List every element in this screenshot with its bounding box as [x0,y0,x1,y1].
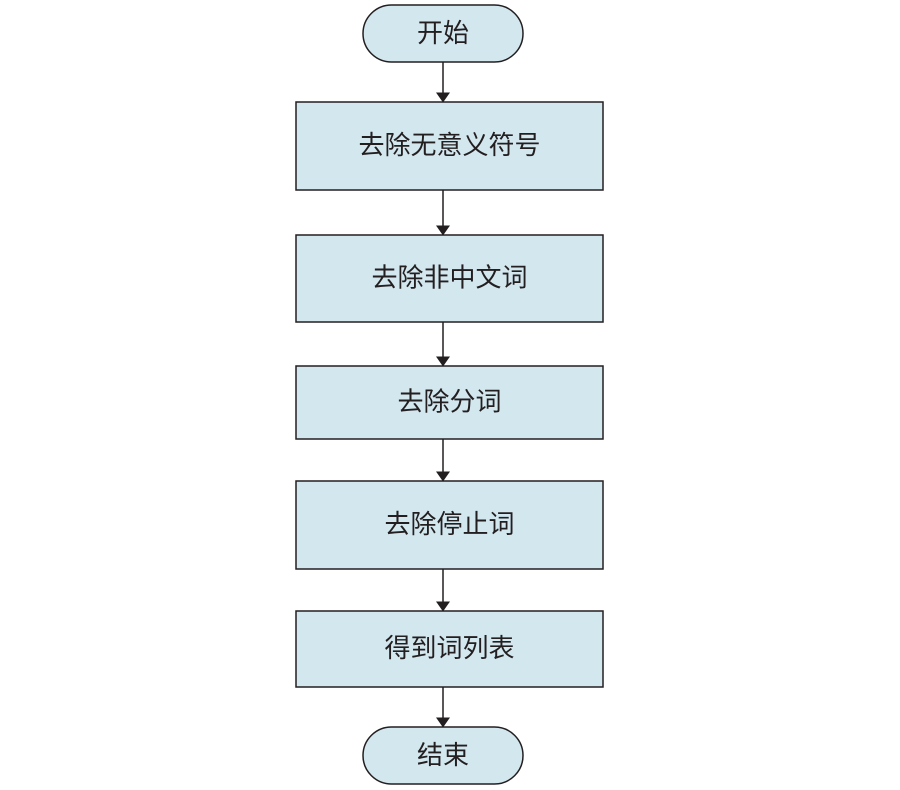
start-label: 开始 [417,19,469,49]
word-list-box [295,610,604,688]
segment-label: 去除分词 [397,388,501,418]
remove-symbols-label: 去除无意义符号 [358,131,540,161]
node-end: 结束 [362,726,524,785]
node-start: 开始 [362,4,524,63]
node-remove-non-chinese: 去除非中文词 [295,234,604,323]
word-list-label: 得到词列表 [384,634,514,664]
end-terminal-shape [362,726,524,785]
remove-non-chinese-label: 去除非中文词 [371,264,527,294]
remove-stopwords-label: 去除停止词 [384,510,514,540]
remove-symbols-box [295,101,604,191]
node-word-list: 得到词列表 [295,610,604,688]
node-remove-symbols: 去除无意义符号 [295,101,604,191]
segment-box [295,365,604,440]
node-segment: 去除分词 [295,365,604,440]
start-terminal-shape [362,4,524,63]
node-remove-stopwords: 去除停止词 [295,480,604,570]
remove-non-chinese-box [295,234,604,323]
remove-stopwords-box [295,480,604,570]
end-label: 结束 [417,741,469,771]
